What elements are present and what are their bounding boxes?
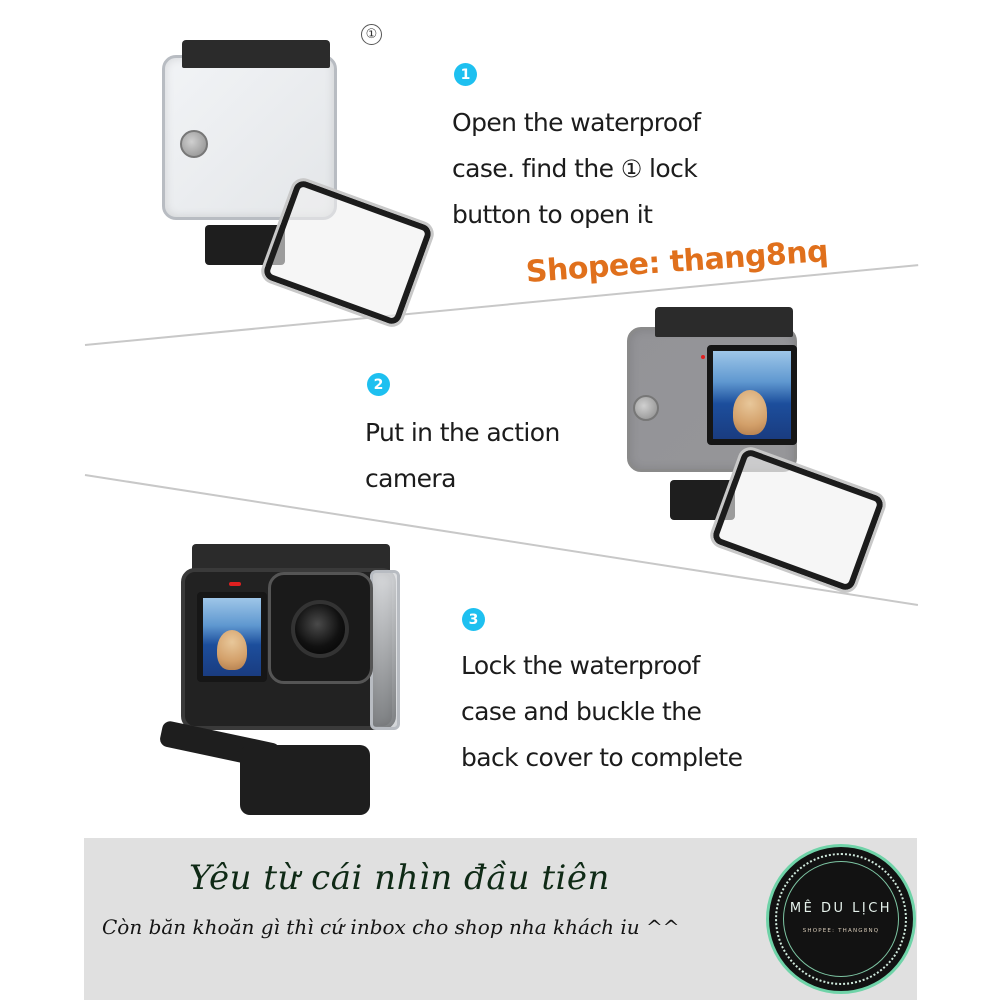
- footer-banner: Yêu từ cái nhìn đầu tiên Còn băn khoăn g…: [84, 838, 917, 1000]
- case-top-latch: [655, 307, 793, 337]
- record-indicator: [229, 582, 241, 586]
- case-side-button: [180, 130, 208, 158]
- product-image-camera-inserted: [625, 305, 895, 597]
- badge-inner-ring: [783, 861, 899, 977]
- step-3-instructions: Lock the waterproof case and buckle the …: [461, 643, 743, 781]
- camera-front-screen: [197, 592, 267, 682]
- shop-logo-badge: MÊ DU LỊCH SHOPEE: THANG8NQ: [766, 844, 916, 994]
- badge-dotted-ring: [775, 853, 907, 985]
- case-top-latch: [192, 544, 390, 572]
- footer-message: Còn băn khoăn gì thì cứ inbox cho shop n…: [102, 915, 680, 939]
- screen-diver: [217, 630, 247, 670]
- step-3-line-2: case and buckle the: [461, 697, 702, 726]
- step-1-instructions: Open the waterproof case. find the ① loc…: [452, 100, 701, 238]
- step-2-instructions: Put in the action camera: [365, 410, 560, 502]
- record-indicator: [701, 355, 705, 359]
- step-2-badge: 2: [367, 373, 390, 396]
- step-3-line-1: Lock the waterproof: [461, 651, 700, 680]
- step-3-badge: 3: [462, 608, 485, 631]
- step-2-line-1: Put in the action: [365, 418, 560, 447]
- step-2-line-2: camera: [365, 464, 456, 493]
- case-top-latch: [182, 40, 330, 68]
- badge-shop-name: MÊ DU LỊCH: [789, 900, 893, 916]
- badge-shop-handle: SHOPEE: THANG8NQ: [802, 927, 880, 934]
- step-1-line-2: case. find the ① lock: [452, 154, 698, 183]
- case-back-door: [706, 443, 890, 597]
- case-side-shell: [370, 570, 400, 730]
- step-1-line-1: Open the waterproof: [452, 108, 701, 137]
- footer-tagline: Yêu từ cái nhìn đầu tiên: [189, 858, 610, 898]
- product-image-locked-case: [155, 540, 405, 820]
- camera-lens: [291, 600, 349, 658]
- case-side-button: [633, 395, 659, 421]
- product-image-open-case: [150, 30, 440, 331]
- lock-marker-inline: ①: [620, 155, 643, 183]
- step-1-line-3: button to open it: [452, 200, 653, 229]
- step-1-badge: 1: [454, 63, 477, 86]
- shop-watermark: Shopee: thang8nq: [524, 233, 830, 290]
- lock-button-marker: ①: [361, 24, 382, 45]
- step-3-line-3: back cover to complete: [461, 743, 743, 772]
- screen-diver: [733, 390, 767, 435]
- buckle-mount: [240, 745, 370, 815]
